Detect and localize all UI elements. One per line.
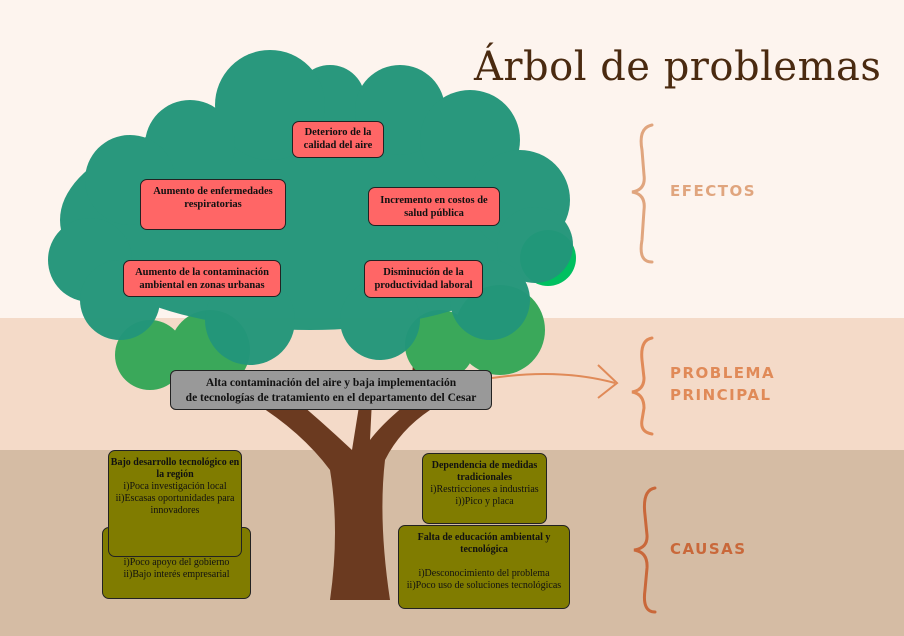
cause-box: Bajo desarrollo tecnológico en la región… <box>108 450 242 557</box>
cause-item: i))Pico y placa <box>455 496 514 507</box>
effects-label: EFECTOS <box>670 182 757 200</box>
arrow-line <box>491 373 616 384</box>
cause-item: i)Desconocimiento del problema <box>418 568 550 579</box>
problem-label-line1: PROBLEMA <box>670 364 776 382</box>
effect-box: Incremento en costos de salud pública <box>368 187 500 226</box>
effects-brace <box>631 123 654 264</box>
cause-item: i)Restricciones a industrias <box>430 484 539 495</box>
cause-item: ii)Bajo interés empresarial <box>123 569 230 580</box>
cause-item: i)Poco apoyo del gobierno <box>123 557 230 568</box>
cause-title: Bajo desarrollo tecnológico en la región <box>110 457 240 480</box>
cause-box: Dependencia de medidas tradicionales i)R… <box>422 453 547 524</box>
cause-item: i)Poca investigación local <box>123 481 227 492</box>
main-problem-line2: de tecnologías de tratamiento en el depa… <box>185 392 477 404</box>
causes-brace <box>633 486 657 614</box>
effect-box: Aumento de la contaminación ambiental en… <box>123 260 281 297</box>
effect-box: Disminución de la productividad laboral <box>364 260 483 298</box>
main-problem-line1: Alta contaminación del aire y baja imple… <box>205 377 457 389</box>
arrow-head <box>597 364 619 399</box>
cause-item: ii)Poco uso de soluciones tecnológicas <box>406 580 562 591</box>
main-problem-box: Alta contaminación del aire y baja imple… <box>170 370 492 410</box>
effect-box: Deterioro de la calidad del aire <box>292 121 384 158</box>
cause-title: Dependencia de medidas tradicionales <box>431 460 538 483</box>
problem-label: PROBLEMA PRINCIPAL <box>670 362 775 406</box>
causes-label: CAUSAS <box>670 540 747 558</box>
cause-title: Falta de educación ambiental y tecnológi… <box>417 532 551 555</box>
page-title: Árbol de problemas <box>474 44 882 90</box>
cause-item: ii)Escasas oportunidades para innovadore… <box>115 493 235 516</box>
cause-box: Falta de educación ambiental y tecnológi… <box>398 525 570 609</box>
problem-label-line2: PRINCIPAL <box>670 386 772 404</box>
effect-box: Aumento de enfermedades respiratorias <box>140 179 286 230</box>
problem-brace <box>631 336 654 436</box>
